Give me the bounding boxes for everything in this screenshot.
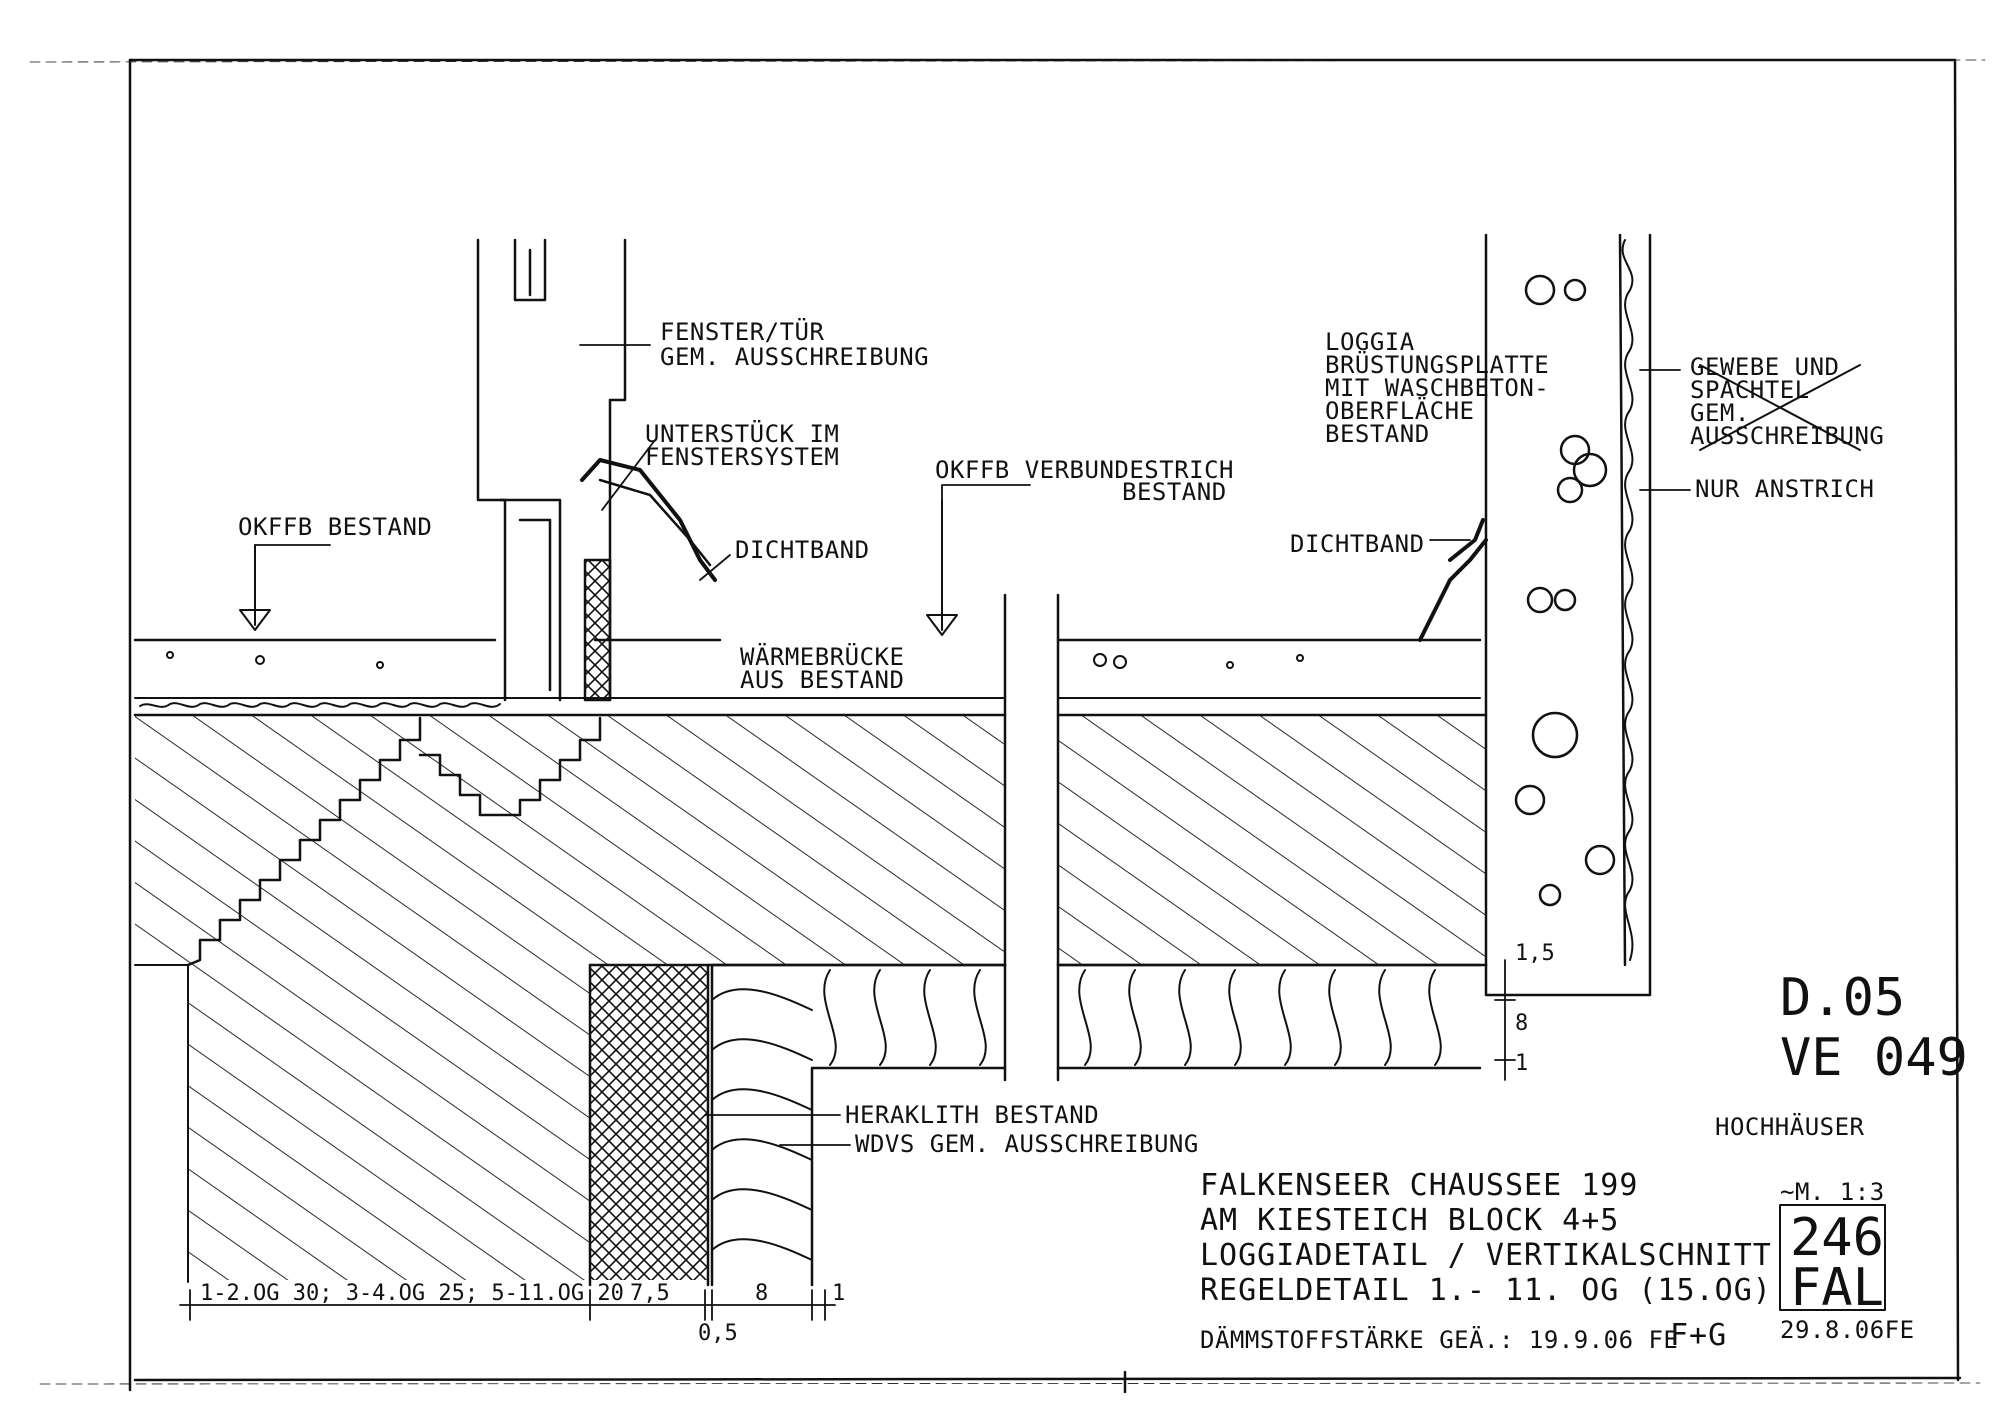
dim-vertical-2: 8 [1515,1011,1528,1036]
dim-vertical-1: 1,5 [1515,941,1555,966]
label-loggia: LOGGIA [1325,328,1415,356]
level-markers [239,499,958,636]
dim-heraklith: 7,5 [630,1281,670,1306]
label-heraklith: HERAKLITH BESTAND [845,1101,1099,1129]
label-nur-anstrich: NUR ANSTRICH [1695,475,1874,503]
title-detail-name: LOGGIADETAIL / VERTIKALSCHNITT [1200,1238,1772,1273]
title-block: FALKENSEER CHAUSSEE 199 AM KIESTEICH BLO… [1200,968,1968,1354]
dim-wdvs: 8 [755,1281,768,1306]
label-dichtband-left: DICHTBAND [735,536,870,564]
dim-render: 1 [832,1281,845,1306]
window-frame [476,238,717,702]
label-loggia-bestand: BESTAND [1325,420,1430,448]
label-dichtband-right: DICHTBAND [1290,530,1425,558]
sheet-number-box [1779,1204,1886,1311]
label-fenster-tuer: FENSTER/TÜR [660,317,824,346]
label-okffb-verbundestrich-bestand: BESTAND [1122,478,1227,506]
category-label: HOCHHÄUSER [1715,1112,1865,1141]
label-okffb-bestand: OKFFB BESTAND [238,513,432,541]
label-gem: GEM. [1690,399,1750,427]
label-gewebe: GEWEBE UND [1690,353,1840,381]
sheet-code: FAL [1790,1258,1884,1318]
label-okffb-verbundestrich: OKFFB VERBUNDESTRICH [935,456,1234,484]
label-fenster-ausschreibung: GEM. AUSSCHREIBUNG [660,343,929,371]
leader-lines [254,344,1691,1146]
label-aus-bestand: AUS BESTAND [740,666,904,694]
label-bruestungsplatte: BRÜSTUNGSPLATTE [1325,350,1549,379]
title-detail-scope: REGELDETAIL 1.- 11. OG (15.OG) [1200,1273,1772,1308]
note-daemmstoffstaerke: DÄMMSTOFFSTÄRKE GEÄ.: 19.9.06 FE [1200,1325,1678,1354]
dimensions: 1-2.OG 30; 3-4.OG 25; 5-11.OG 20 7,5 0,5… [200,941,1555,1346]
wdvs-insulation [710,963,1482,1287]
detail-id: D.05 [1780,968,1905,1028]
concrete-slab-section [133,593,1488,1283]
sheet-number: 246 [1790,1208,1884,1268]
title-address: FALKENSEER CHAUSSEE 199 [1200,1168,1638,1203]
strike-through-mark [1699,364,1861,451]
label-ausschreibung: AUSSCHREIBUNG [1690,422,1884,450]
dimension-line [179,959,1516,1321]
title-block-ref: AM KIESTEICH BLOCK 4+5 [1200,1203,1619,1238]
dim-vertical-3: 1 [1515,1051,1528,1076]
dim-slab-thickness: 1-2.OG 30; 3-4.OG 25; 5-11.OG 20 [200,1281,624,1306]
dim-adhesive: 0,5 [698,1321,738,1346]
label-waermebruecke: WÄRMEBRÜCKE [740,642,904,671]
label-wdvs: WDVS GEM. AUSSCHREIBUNG [855,1130,1199,1158]
label-oberflaeche: OBERFLÄCHE [1325,396,1475,425]
callouts: FENSTER/TÜR GEM. AUSSCHREIBUNG UNTERSTÜC… [238,317,1884,1158]
label-unterstueck: UNTERSTÜCK IM [645,419,839,448]
detail-ref: VE 049 [1780,1028,1968,1088]
label-spachtel: SPACHTEL [1690,376,1810,404]
author-initials: F+G [1670,1318,1727,1353]
sheet-frame [29,58,1986,1394]
label-fenstersystem: FENSTERSYSTEM [645,443,839,471]
label-waschbeton: MIT WASCHBETON- [1325,374,1549,402]
screed-layer [133,638,1482,716]
heraklith-insulation [588,963,710,1287]
sheet-date: 29.8.06FE [1780,1316,1915,1344]
loggia-parapet [1418,233,1652,997]
scale-label: ~M. 1:3 [1780,1178,1885,1206]
